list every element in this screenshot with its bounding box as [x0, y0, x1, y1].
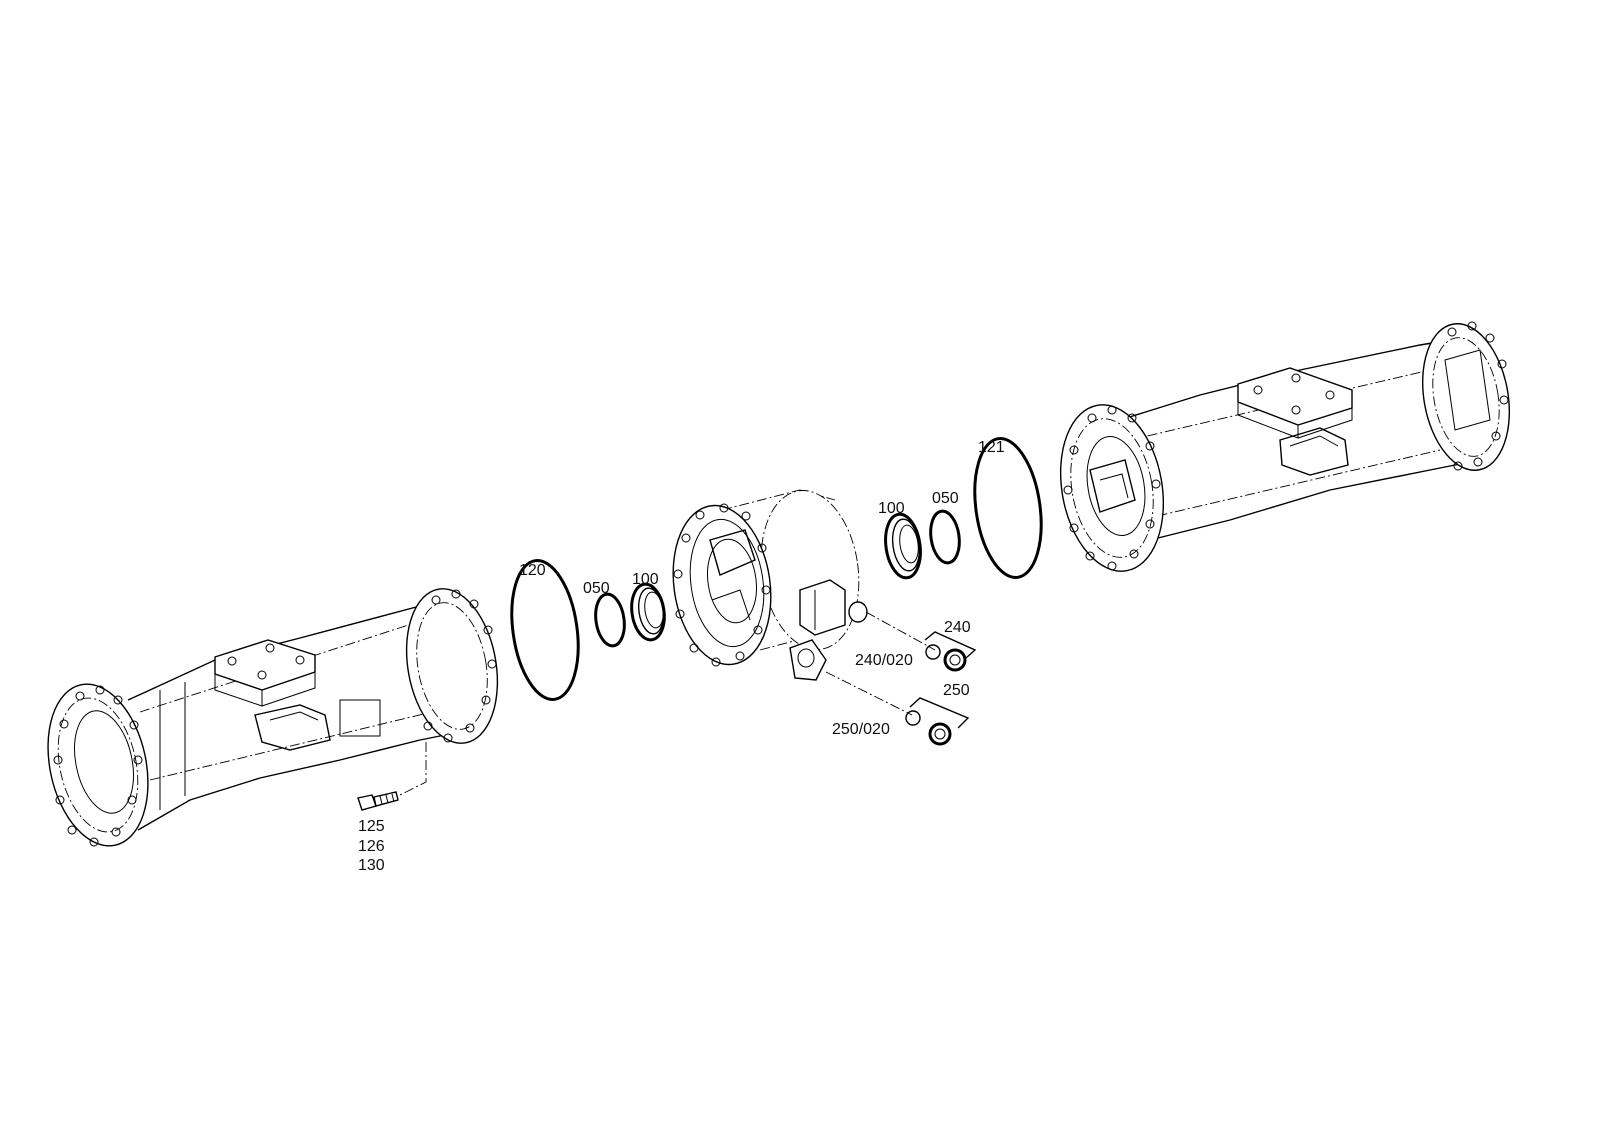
callout-121: 121 — [978, 439, 1005, 456]
left-flange-bolt-holes — [53, 685, 143, 847]
center-flange-bolt-holes — [673, 503, 771, 667]
bearing-100-left-icon — [630, 582, 666, 642]
callout-250-020: 250/020 — [832, 721, 890, 738]
callout-126: 126 — [358, 838, 385, 855]
plug-250-icon — [905, 697, 970, 746]
seal-ring-121-icon — [973, 437, 1043, 579]
right-axle-housing — [1059, 321, 1511, 572]
callout-100-left: 100 — [632, 571, 659, 588]
left-inner-flange-bolt-holes — [423, 589, 497, 743]
callout-050-right: 050 — [932, 490, 959, 507]
oring-050-right-icon — [929, 509, 961, 565]
callout-240-020: 240/020 — [855, 652, 913, 669]
callout-240: 240 — [944, 619, 971, 636]
bolt-icon — [357, 791, 399, 811]
right-near-flange-bolt-holes — [1063, 405, 1161, 571]
callout-125: 125 — [358, 818, 385, 835]
callout-130: 130 — [358, 857, 385, 874]
oring-050-left-icon — [594, 592, 626, 648]
left-axle-housing — [47, 588, 499, 847]
seal-ring-120-icon — [510, 559, 580, 701]
plug-240-icon — [924, 631, 977, 672]
right-far-flange-bolt-holes — [1447, 321, 1509, 471]
callout-250: 250 — [943, 682, 970, 699]
callout-120: 120 — [519, 562, 546, 579]
callout-100-right: 100 — [878, 500, 905, 517]
center-differential-housing — [672, 489, 868, 681]
bearing-100-right-icon — [884, 512, 922, 580]
callout-050-left: 050 — [583, 580, 610, 597]
